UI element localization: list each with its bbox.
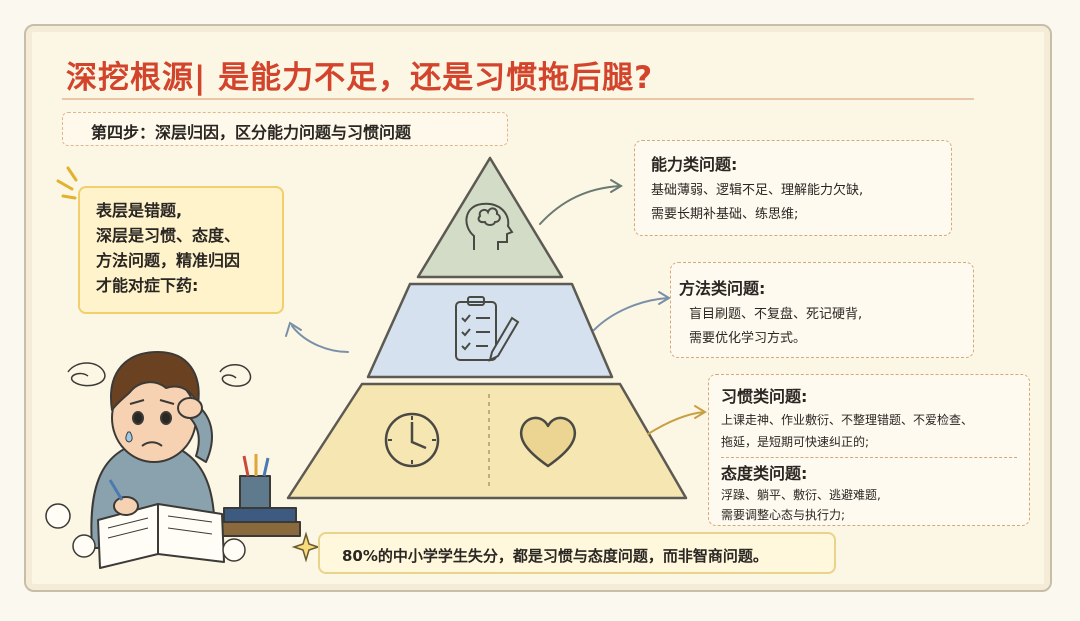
clock-icon: [384, 412, 440, 468]
connector-arrows: [285, 179, 707, 435]
ability-line: 基础薄弱、逻辑不足、理解能力欠缺,: [651, 183, 864, 198]
worried-student-icon: [45, 351, 301, 569]
method-line: 需要优化学习方式。: [689, 331, 807, 346]
title-divider: [62, 98, 974, 100]
heart-icon: [519, 416, 577, 468]
sparkle-marks: [56, 166, 78, 200]
habit-heading: 习惯类问题:: [721, 387, 808, 406]
arrow-to-ability-head: [610, 179, 623, 193]
attitude-line: 需要调整心态与执行力;: [721, 508, 846, 522]
method-problem-box: 方法类问题: 盲目刷题、不复盘、死记硬背, 需要优化学习方式。: [670, 262, 974, 358]
arrow-to-ability: [539, 185, 621, 225]
left-note-line: 方法问题，精准归因: [96, 251, 241, 270]
habit-line: 上课走神、作业敷衍、不整理错题、不爱检查、: [721, 413, 974, 427]
arrow-to-method-head: [658, 291, 671, 305]
arrow-to-note: [291, 325, 349, 353]
sparkle-star-icon: [291, 531, 321, 563]
method-line: 盲目刷题、不复盘、死记硬背,: [689, 307, 863, 322]
pyramid-top: [416, 156, 564, 279]
left-note-line: 才能对症下药:: [96, 276, 199, 295]
ability-heading: 能力类问题:: [651, 155, 738, 174]
habit-attitude-box: 习惯类问题: 上课走神、作业敷衍、不整理错题、不爱检查、 拖延，是短期可快速纠正…: [708, 374, 1030, 526]
method-heading: 方法类问题:: [679, 279, 766, 298]
habit-attitude-divider: [721, 457, 1017, 458]
ability-line: 需要长期补基础、练思维;: [651, 207, 799, 222]
arrow-to-habit-head: [694, 405, 707, 419]
arrow-to-note-head: [285, 321, 302, 337]
attitude-heading: 态度类问题:: [721, 464, 808, 483]
arrow-to-habit: [647, 411, 705, 435]
left-note-line: 深层是习惯、态度、: [96, 226, 241, 245]
pyramid-bottom: [286, 382, 688, 500]
pyramid-middle: [366, 282, 614, 379]
arrow-to-method: [593, 297, 669, 331]
checklist-pencil-icon: [455, 296, 520, 362]
page-title: 深挖根源| 是能力不足，还是习惯拖后腿?: [66, 60, 654, 96]
left-note: 表层是错题, 深层是习惯、态度、 方法问题，精准归因 才能对症下药:: [78, 186, 284, 314]
habit-line: 拖延，是短期可快速纠正的;: [721, 435, 870, 449]
bottom-conclusion: 80%的中小学学生失分，都是习惯与态度问题，而非智商问题。: [318, 532, 836, 574]
attitude-line: 浮躁、躺平、敷衍、逃避难题,: [721, 488, 881, 502]
left-note-line: 表层是错题,: [96, 201, 183, 220]
brain-head-icon: [465, 202, 514, 250]
ability-problem-box: 能力类问题: 基础薄弱、逻辑不足、理解能力欠缺, 需要长期补基础、练思维;: [634, 140, 952, 236]
step-label: 第四步：深层归因，区分能力问题与习惯问题: [62, 112, 508, 146]
